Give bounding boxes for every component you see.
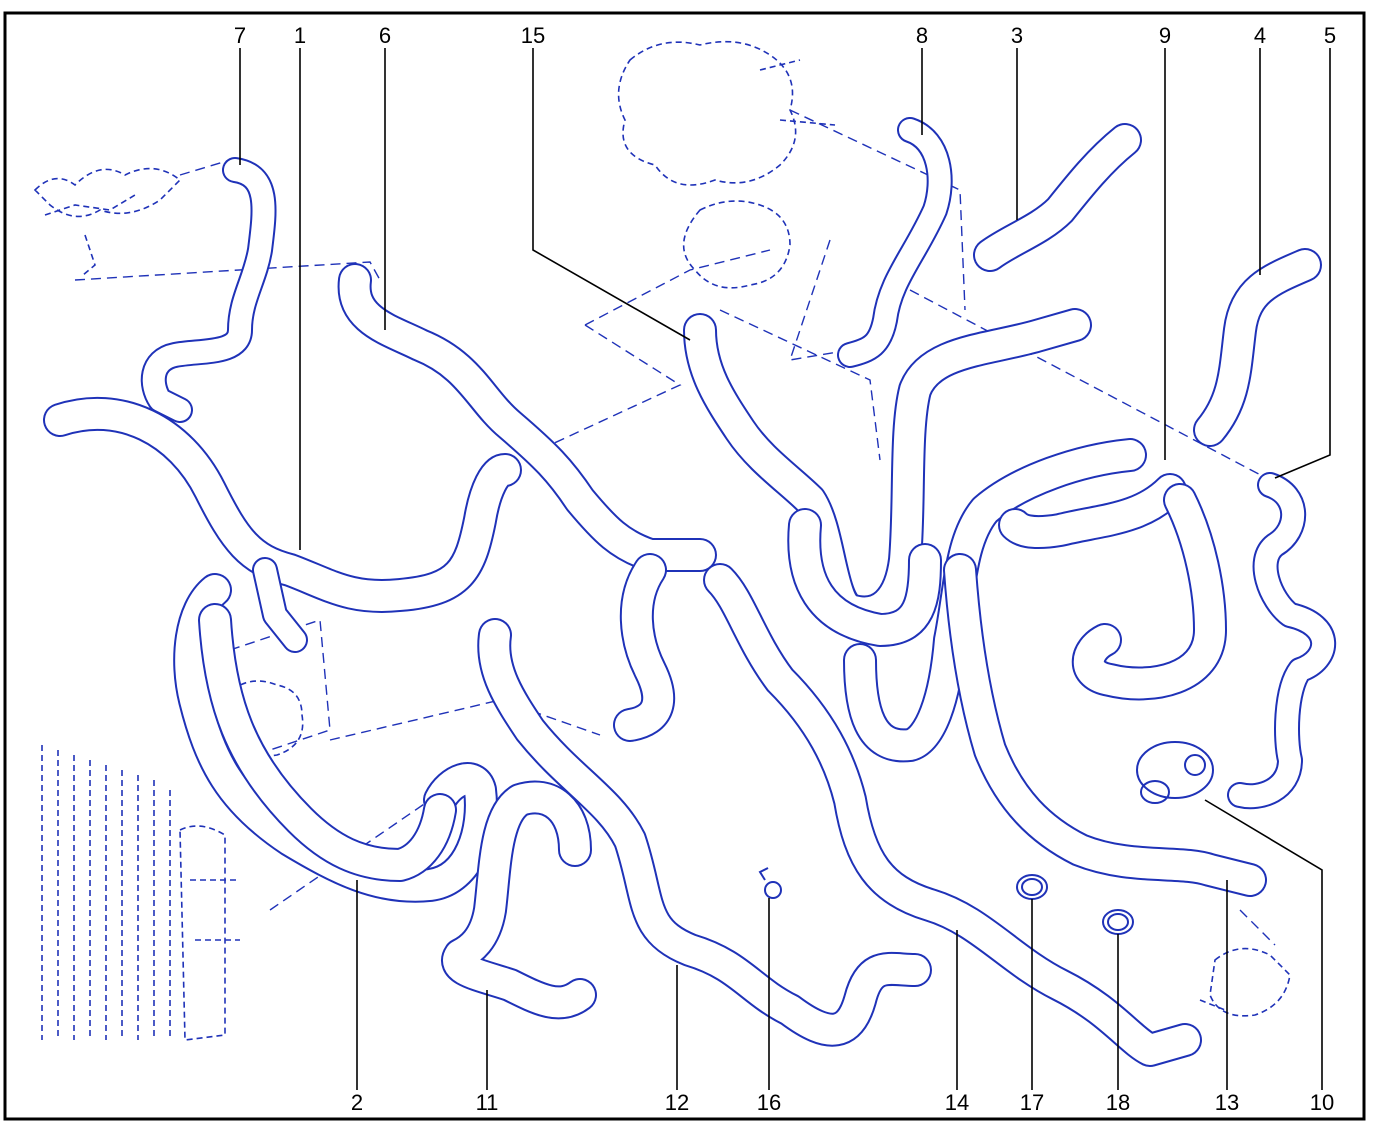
engine-component-top-center [617, 40, 836, 289]
hose-11 [441, 780, 597, 1020]
hose-13 [943, 553, 1267, 897]
callout-1: 1 [294, 23, 306, 48]
callout-7: 7 [234, 23, 246, 48]
callout-9: 9 [1159, 23, 1171, 48]
engine-component-left [33, 167, 182, 276]
callout-11: 11 [476, 1090, 499, 1115]
hose-5 [1227, 472, 1337, 810]
hose-4 [1193, 248, 1322, 447]
valve-block-bottom-right [1199, 947, 1291, 1017]
callout-17: 17 [1020, 1090, 1044, 1115]
hose-1 [43, 396, 522, 653]
bolt-16 [758, 867, 782, 899]
leader-lines [239, 48, 1331, 1090]
callout-4: 4 [1254, 23, 1266, 48]
callout-13: 13 [1215, 1090, 1239, 1115]
radiator [41, 745, 240, 1041]
callout-10: 10 [1310, 1090, 1334, 1115]
hose-2 [173, 573, 498, 903]
callout-3: 3 [1011, 23, 1023, 48]
hose-7 [140, 157, 277, 423]
hose-14 [703, 563, 1202, 1067]
callouts-top: 7 1 6 15 8 3 9 4 5 [234, 23, 1336, 48]
callout-16: 16 [757, 1090, 781, 1115]
clamp-18 [1102, 909, 1134, 935]
water-pump-10 [1136, 741, 1214, 804]
hose-8 [837, 117, 953, 368]
hose-6 [337, 263, 717, 742]
hose-15 [683, 308, 1092, 647]
assembly-lines [74, 109, 1276, 946]
callout-2: 2 [351, 1090, 363, 1115]
callout-15: 15 [521, 23, 545, 48]
hose-3 [973, 123, 1142, 272]
callout-5: 5 [1324, 23, 1336, 48]
callout-12: 12 [665, 1090, 689, 1115]
callouts-bottom: 2 11 12 16 14 17 18 13 10 [351, 1090, 1334, 1115]
callout-18: 18 [1106, 1090, 1130, 1115]
callout-8: 8 [916, 23, 928, 48]
diagram-frame [3, 11, 1366, 1121]
hose-12 [477, 618, 932, 1047]
clamp-17 [1016, 874, 1048, 900]
thermostat-housing-left [223, 680, 304, 757]
callout-14: 14 [945, 1090, 969, 1115]
callout-6: 6 [379, 23, 391, 48]
